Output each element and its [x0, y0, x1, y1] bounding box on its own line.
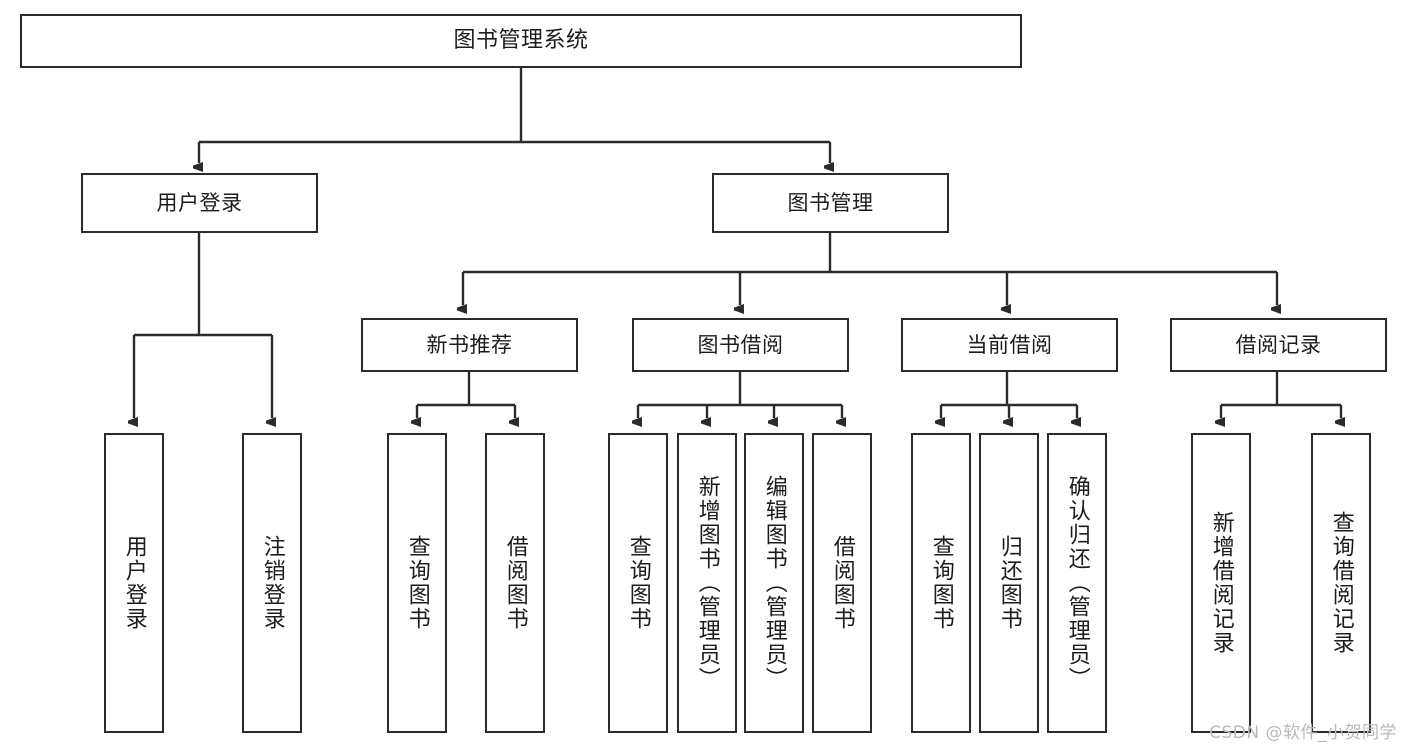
leaf-record-query-borrow-record[interactable]: 查询借阅记录 — [1311, 433, 1371, 733]
leaf-new-book-borrow-book[interactable]: 借阅图书 — [485, 433, 545, 733]
node-new-book-recommendation[interactable]: 新书推荐 — [361, 318, 578, 372]
node-label: 归还图书 — [996, 535, 1022, 631]
node-root-book-management-system[interactable]: 图书管理系统 — [20, 14, 1022, 68]
node-label: 确认归还（管理员） — [1064, 475, 1090, 691]
node-label: 新增借阅记录 — [1208, 511, 1234, 655]
leaf-borrow-edit-book-admin[interactable]: 编辑图书（管理员） — [744, 433, 804, 733]
leaf-current-query-book[interactable]: 查询图书 — [911, 433, 971, 733]
leaf-borrow-query-book[interactable]: 查询图书 — [608, 433, 668, 733]
node-label: 图书管理系统 — [453, 28, 589, 53]
node-label: 借阅图书 — [829, 535, 855, 631]
csdn-watermark: CSDN @软件_小贺同学 — [1209, 723, 1397, 743]
leaf-new-book-query-book[interactable]: 查询图书 — [387, 433, 447, 733]
node-label: 当前借阅 — [966, 332, 1053, 357]
node-user-login[interactable]: 用户登录 — [81, 173, 318, 233]
node-label: 编辑图书（管理员） — [761, 475, 787, 691]
node-book-borrowing[interactable]: 图书借阅 — [632, 318, 849, 372]
node-label: 查询图书 — [404, 535, 430, 631]
leaf-borrow-add-book-admin[interactable]: 新增图书（管理员） — [677, 433, 737, 733]
leaf-current-confirm-return-admin[interactable]: 确认归还（管理员） — [1047, 433, 1107, 733]
node-label: 查询借阅记录 — [1328, 511, 1354, 655]
node-label: 借阅记录 — [1235, 332, 1322, 357]
node-current-borrowing[interactable]: 当前借阅 — [901, 318, 1118, 372]
node-label: 新书推荐 — [426, 332, 513, 357]
node-label: 查询图书 — [928, 535, 954, 631]
node-label: 图书管理 — [787, 190, 874, 215]
node-label: 注销登录 — [259, 535, 285, 631]
leaf-user-login-login[interactable]: 用户登录 — [104, 433, 164, 733]
node-label: 用户登录 — [156, 190, 243, 215]
node-book-management[interactable]: 图书管理 — [712, 173, 949, 233]
node-label: 查询图书 — [625, 535, 651, 631]
node-label: 借阅图书 — [502, 535, 528, 631]
leaf-borrow-borrow-book[interactable]: 借阅图书 — [812, 433, 872, 733]
node-label: 新增图书（管理员） — [694, 475, 720, 691]
leaf-current-return-book[interactable]: 归还图书 — [979, 433, 1039, 733]
leaf-user-login-logout[interactable]: 注销登录 — [242, 433, 302, 733]
leaf-record-add-borrow-record[interactable]: 新增借阅记录 — [1191, 433, 1251, 733]
node-label: 图书借阅 — [697, 332, 784, 357]
node-borrowing-record[interactable]: 借阅记录 — [1170, 318, 1387, 372]
node-label: 用户登录 — [121, 535, 147, 631]
